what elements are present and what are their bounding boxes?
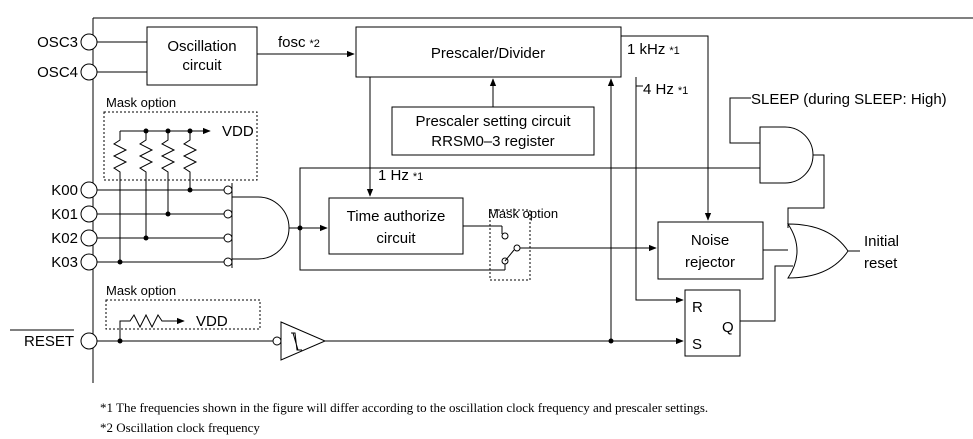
- ff-q-label: Q: [722, 319, 734, 336]
- prescaler-setting-label-2: RRSM0–3 register: [431, 133, 554, 150]
- noise-label-1: Noise: [691, 232, 729, 249]
- output-label-2: reset: [864, 255, 898, 272]
- schmitt-buffer: [280, 321, 327, 361]
- wire-sleep: [729, 97, 760, 144]
- input-and-gate: [231, 183, 290, 268]
- pin-osc3: OSC3: [37, 33, 98, 51]
- pin-reset: RESET: [10, 329, 98, 350]
- wire-4hz-stub: [635, 77, 643, 87]
- footnote-1: *1 The frequencies shown in the figure w…: [100, 400, 708, 415]
- prescaler-setting-label-1: Prescaler setting circuit: [415, 113, 571, 130]
- mask-option-bottom: Mask option VDD: [105, 283, 261, 341]
- pin-k02-label: K02: [51, 230, 78, 247]
- pin-k01-label: K01: [51, 206, 78, 223]
- pin-osc4: OSC4: [37, 63, 98, 81]
- wire-and-to-or: [787, 154, 825, 228]
- wire-q-to-or: [770, 265, 793, 322]
- noise-rejector: Noise rejector: [657, 221, 764, 280]
- mask-option-top-label: Mask option: [106, 95, 176, 110]
- ff-s-label: S: [692, 336, 702, 353]
- vdd-top-label: VDD: [222, 123, 254, 140]
- sleep-and-gate: [759, 126, 814, 184]
- vdd-bottom-label: VDD: [196, 313, 228, 330]
- output-or-gate: [787, 223, 849, 279]
- pin-k03: K03: [51, 253, 98, 271]
- prescaler-label: Prescaler/Divider: [431, 45, 545, 62]
- wire-to-sleep-and: [299, 167, 760, 228]
- sleep-label: SLEEP (during SLEEP: High): [751, 91, 947, 108]
- pin-osc4-label: OSC4: [37, 64, 78, 81]
- wire-1khz: [621, 35, 712, 221]
- time-authorize-label-2: circuit: [376, 230, 416, 247]
- pin-reset-label: RESET: [24, 333, 74, 350]
- mask-option-mid-label: Mask option: [488, 206, 558, 221]
- pin-k01: K01: [51, 205, 98, 223]
- time-authorize-circuit: Time authorize circuit: [328, 197, 464, 255]
- pin-k00-label: K00: [51, 182, 78, 199]
- pin-k02: K02: [51, 229, 98, 247]
- fosc-label: fosc*2: [278, 34, 320, 51]
- f1hz-label: 1 Hz*1: [378, 167, 423, 184]
- oscillation-label-2: circuit: [182, 57, 222, 74]
- oscillation-label-1: Oscillation: [167, 38, 236, 55]
- wire-4hz: [635, 77, 684, 304]
- footnote-2: *2 Oscillation clock frequency: [100, 420, 260, 435]
- rs-flip-flop: R S Q: [684, 289, 741, 357]
- mask-option-switch: Mask option: [488, 206, 558, 281]
- pin-osc3-label: OSC3: [37, 34, 78, 51]
- prescaler-setting-circuit: Prescaler setting circuit RRSM0–3 regist…: [391, 106, 595, 156]
- noise-label-2: rejector: [685, 254, 735, 271]
- wire-bypass: [299, 228, 492, 271]
- mask-option-bottom-label: Mask option: [106, 283, 176, 298]
- output-label-1: Initial: [864, 233, 899, 250]
- time-authorize-label-1: Time authorize: [347, 208, 446, 225]
- prescaler-divider: Prescaler/Divider: [355, 26, 622, 78]
- oscillation-circuit: Oscillation circuit: [146, 26, 258, 86]
- mask-option-top: Mask option VDD: [103, 95, 258, 181]
- ff-r-label: R: [692, 299, 703, 316]
- pin-k03-label: K03: [51, 254, 78, 271]
- pin-k00: K00: [51, 181, 98, 199]
- f1khz-label: 1 kHz*1: [627, 41, 680, 58]
- f4hz-label: 4 Hz*1: [643, 81, 688, 98]
